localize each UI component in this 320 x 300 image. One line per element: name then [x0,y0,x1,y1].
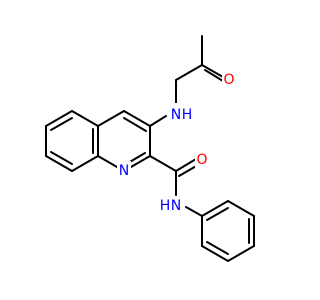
bond-c2-n1-1 [130,155,151,168]
bond-amide-c-o-1 [175,158,197,172]
ring-nitrogen-label: N [117,161,131,181]
amide-o-symbol: O [196,152,207,168]
ring-n-symbol: N [119,163,129,179]
bond-c5-c6-2 [50,117,73,131]
bond-ph5-ph6-1 [201,245,229,262]
molecule-structure-diagram: N H O N O H N [45,35,255,262]
bond-c7-c8-2 [50,151,73,165]
bond-n1-c8a [97,155,118,168]
bond-carbonyl-ketone-o-1 [201,64,224,78]
amine-nh-label: N H [168,103,194,123]
bond-ph1-ph2-1 [201,200,229,217]
bond-c4-c4a [97,110,125,127]
bond-c8-c8a [71,155,99,172]
amide-h-symbol: H [160,198,171,214]
amide-n-symbol: N [171,198,181,214]
ketone-o-symbol: O [223,72,234,88]
bond-ph1-ph2-2 [206,207,229,221]
bond-carbonyl-ketone-o-2 [204,69,224,82]
bond-amide-c-o-2 [178,164,199,177]
amide-oxygen-label: O [195,150,209,170]
amine-h-symbol: H [182,107,193,123]
ketone-oxygen-label: O [222,70,236,90]
bond-amide-n-phenyl [185,206,203,217]
bond-c3-c4-1 [123,110,151,127]
bond-c5-c6-1 [45,110,73,127]
amide-nh-label: H N [158,196,184,216]
bonds [45,35,255,262]
bond-ph2-ph3 [227,200,255,217]
amine-n-symbol: N [171,107,181,123]
bond-ph5-ph6-2 [206,241,229,255]
bond-carbonyl-ch2 [175,64,203,81]
bond-amine-ring [149,115,167,127]
bond-c2-amide-c [149,155,177,172]
bond-c3-c4-2 [123,117,147,132]
atom-labels: N H O N O H N [117,70,236,216]
bond-ph4-ph5 [227,245,255,262]
bond-c7-c8-1 [45,155,73,172]
bond-c4a-c5 [71,110,99,127]
